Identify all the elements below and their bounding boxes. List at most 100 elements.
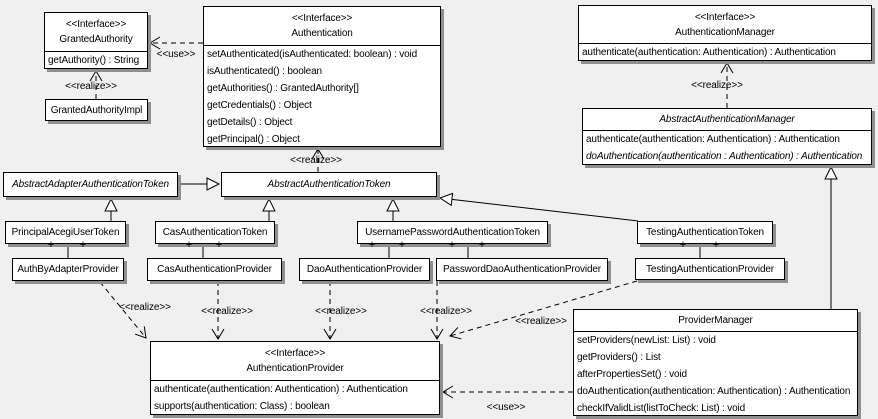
class-header: CasAuthenticationProvider [148,259,281,280]
class-name: TestingAuthenticationToken [646,227,764,238]
edge-realize-authbyadapterprovider [99,281,147,339]
methods-compartment: getAuthority() : String [45,51,147,68]
class-name: AbstractAdapterAuthenticationToken [12,179,169,190]
edge-gen-testingtoken [438,192,639,222]
stereotype-label: <<Interface>> [264,348,326,359]
class-principal-acegi-user-token[interactable]: PrincipalAcegiUserToken [5,221,126,244]
methods-compartment: authenticate(authentication: Authenticat… [151,380,439,414]
association-end-plus: + [448,239,456,251]
class-name: Authentication [291,28,353,39]
class-name: AbstractAuthenticationToken [267,179,391,190]
association-end-plus: + [368,239,376,251]
class-name: GrantedAuthorityImpl [50,104,143,116]
stereotype-label: <<Interface>> [65,19,127,30]
class-header: <<Interface>> AuthenticationProvider [151,342,439,380]
class-header: <<Interface>> GrantedAuthority [45,13,147,51]
edge-label-realize: <<realize>> [201,306,253,317]
edge-realize-testingprovider [449,280,638,340]
association-end-plus: + [679,239,687,251]
association-end-plus: + [185,239,193,251]
edge-label-realize: <<realize>> [691,80,743,91]
method: getCredentials() : Object [207,100,312,111]
association-end-plus: + [478,239,486,251]
class-abstract-authentication-manager[interactable]: AbstractAuthenticationManager authentica… [582,108,872,165]
class-header: AuthByAdapterProvider [13,259,123,280]
association-end-plus: + [712,239,720,251]
methods-compartment: setAuthenticated(isAuthenticated: boolea… [204,45,440,146]
class-name: PasswordDaoAuthenticationProvider [443,264,601,275]
class-testing-authentication-provider[interactable]: TestingAuthenticationProvider [635,258,785,280]
class-header: UsernamePasswordAuthenticationToken [358,222,547,243]
class-abstract-adapter-authentication-token[interactable]: AbstractAdapterAuthenticationToken [3,172,178,197]
class-granted-authority-impl[interactable]: GrantedAuthorityImpl [45,99,148,121]
class-name: AuthenticationManager [675,26,775,38]
class-dao-authentication-provider[interactable]: DaoAuthenticationProvider [299,258,430,281]
class-header: TestingAuthenticationToken [638,222,772,243]
association-end-plus: + [398,239,406,251]
method: authenticate(authentication: Authenticat… [586,134,840,145]
class-authentication-provider[interactable]: <<Interface>> AuthenticationProvider aut… [150,341,440,415]
method: supports(authentication: Class) : boolea… [154,401,330,412]
class-header: GrantedAuthorityImpl [46,100,147,120]
method: doAuthentication(authentication: Authent… [577,386,851,397]
class-provider-manager[interactable]: ProviderManager setProviders(newList: Li… [573,309,858,416]
class-name: TestingAuthenticationProvider [646,263,774,275]
class-cas-authentication-provider[interactable]: CasAuthenticationProvider [147,258,282,281]
stereotype-label: <<Interface>> [291,13,353,24]
class-cas-authentication-token[interactable]: CasAuthenticationToken [155,221,275,244]
method: isAuthenticated() : boolean [207,66,322,77]
class-granted-authority[interactable]: <<Interface>> GrantedAuthority getAuthor… [44,12,148,69]
class-abstract-authentication-token[interactable]: AbstractAuthenticationToken [221,172,437,197]
class-name: CasAuthenticationToken [162,227,268,238]
association-end-plus: + [47,239,55,251]
class-name: CasAuthenticationProvider [157,264,272,275]
method: authenticate(authentication: Authenticat… [154,384,408,395]
edge-label-use: <<use>> [486,402,526,413]
method: getAuthority() : String [48,55,140,66]
class-authentication-manager[interactable]: <<Interface>> AuthenticationManager auth… [578,5,872,61]
class-name: GrantedAuthority [59,34,133,45]
stereotype-label: <<Interface>> [694,11,756,23]
method-abstract: doAuthentication(authentication : Authen… [586,151,863,162]
method: getDetails() : Object [207,117,293,128]
class-name: AuthenticationProvider [246,363,344,374]
class-auth-by-adapter-provider[interactable]: AuthByAdapterProvider [12,258,124,281]
method: getAuthorities() : GrantedAuthority[] [207,83,359,94]
method: authenticate(authentication: Authenticat… [582,47,836,58]
method: afterPropertiesSet() : void [577,369,687,380]
class-header: AbstractAuthenticationToken [222,173,436,196]
class-header: AbstractAuthenticationManager [583,109,871,130]
edge-label-realize: <<realize>> [420,306,472,317]
class-name: DaoAuthenticationProvider [306,264,423,275]
class-header: <<Interface>> AuthenticationManager [579,6,871,43]
class-name: AbstractAuthenticationManager [659,114,795,125]
class-header: DaoAuthenticationProvider [300,259,429,280]
class-name: AuthByAdapterProvider [17,264,119,275]
edge-label-realize: <<realize>> [515,316,567,327]
method: setAuthenticated(isAuthenticated: boolea… [207,49,418,60]
class-name: PrincipalAcegiUserToken [11,227,120,238]
class-username-password-authentication-token[interactable]: UsernamePasswordAuthenticationToken [357,221,548,244]
association-end-plus: + [79,239,87,251]
edge-label-use: <<use>> [156,49,196,60]
class-name: ProviderManager [678,315,753,326]
class-header: PasswordDaoAuthenticationProvider [437,259,607,280]
method: getPrincipal() : Object [207,134,300,145]
methods-compartment: authenticate(authentication: Authenticat… [583,130,871,164]
class-name: UsernamePasswordAuthenticationToken [365,227,540,238]
methods-compartment: setProviders(newList: List) : void getPr… [574,331,857,415]
edge-label-realize: <<realize>> [119,302,171,313]
class-password-dao-authentication-provider[interactable]: PasswordDaoAuthenticationProvider [436,258,608,281]
method: checkIfValidList(listToCheck: List) : vo… [577,403,746,414]
class-authentication[interactable]: <<Interface>> Authentication setAuthenti… [203,6,441,147]
method: getProviders() : List [577,352,661,363]
class-header: PrincipalAcegiUserToken [6,222,125,243]
class-testing-authentication-token[interactable]: TestingAuthenticationToken [637,221,773,244]
class-header: CasAuthenticationToken [156,222,274,243]
methods-compartment: authenticate(authentication: Authenticat… [579,43,871,60]
class-header: TestingAuthenticationProvider [636,259,784,279]
edge-label-realize: <<realize>> [65,81,117,92]
edge-label-realize: <<realize>> [290,155,342,166]
